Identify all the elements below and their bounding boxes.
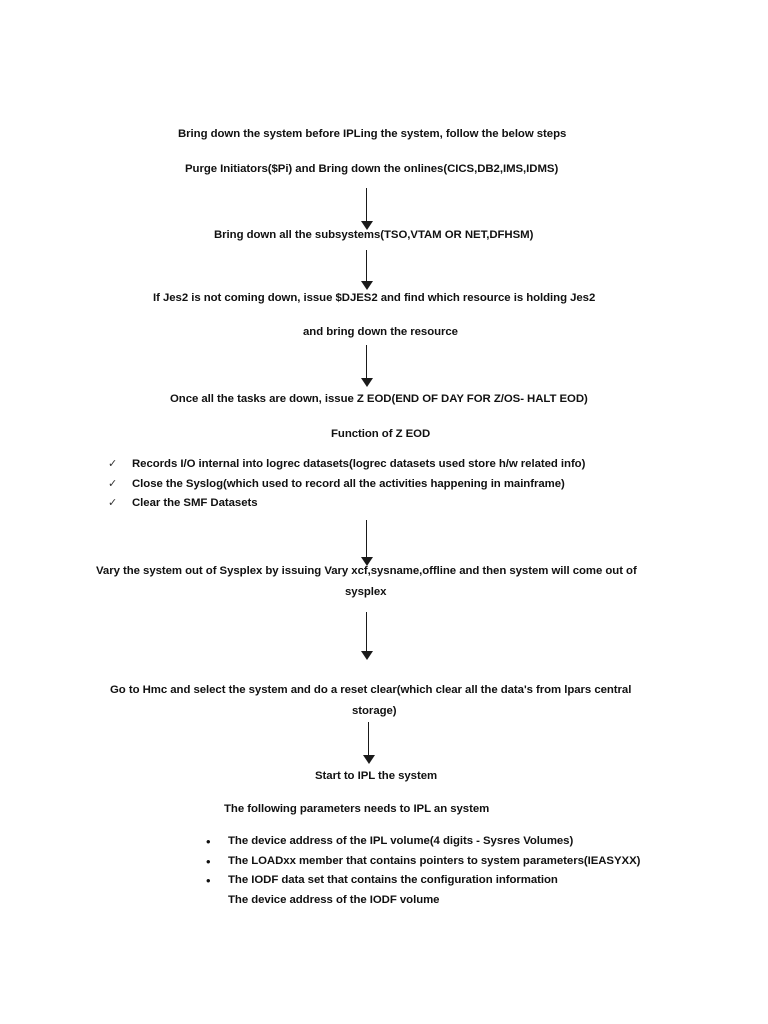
list-item-continuation: The device address of the IODF volume xyxy=(228,893,440,906)
list-item-label: Clear the SMF Datasets xyxy=(132,497,258,509)
flow-step-bring-down-subsystems: Bring down all the subsystems(TSO,VTAM O… xyxy=(214,229,534,241)
list-item-label: The IODF data set that contains the conf… xyxy=(228,874,558,886)
downward-flow-arrow xyxy=(360,250,374,292)
checkmark-icon: ✓ xyxy=(108,477,118,490)
list-item: • The device address of the IPL volume(4… xyxy=(206,832,726,852)
flow-step-hmc-reset-clear: Go to Hmc and select the system and do a… xyxy=(110,684,632,696)
downward-flow-arrow xyxy=(360,520,374,568)
flow-step-start-ipl-heading: Start to IPL the system xyxy=(315,770,438,782)
list-item: ✓ Clear the SMF Datasets xyxy=(108,494,668,514)
ipl-parameters-list: • The device address of the IPL volume(4… xyxy=(206,832,726,910)
downward-flow-arrow xyxy=(360,345,374,389)
list-item: ✓ Records I/O internal into logrec datas… xyxy=(108,455,668,475)
list-item: • The IODF data set that contains the co… xyxy=(206,871,726,891)
flow-step-issue-z-eod: Once all the tasks are down, issue Z EOD… xyxy=(170,393,588,405)
downward-flow-arrow xyxy=(360,188,374,232)
list-item-label: The LOADxx member that contains pointers… xyxy=(228,854,641,867)
checkmark-icon: ✓ xyxy=(108,458,118,470)
flow-step-jes2-check: If Jes2 is not coming down, issue $DJES2… xyxy=(153,292,596,304)
bullet-icon: • xyxy=(206,873,211,888)
downward-flow-arrow xyxy=(360,612,374,662)
flow-step-purge-initiators: Purge Initiators($Pi) and Bring down the… xyxy=(185,163,559,175)
list-item: • The LOADxx member that contains pointe… xyxy=(206,852,726,872)
list-item-label: Records I/O internal into logrec dataset… xyxy=(132,458,586,470)
checkmark-icon: ✓ xyxy=(108,497,118,509)
flow-heading: Bring down the system before IPLing the … xyxy=(178,128,567,140)
z-eod-function-list: ✓ Records I/O internal into logrec datas… xyxy=(108,455,668,514)
list-item-label: The device address of the IPL volume(4 d… xyxy=(228,835,574,847)
downward-flow-arrow xyxy=(362,722,376,766)
flow-step-vary-out-of-sysplex-cont: sysplex xyxy=(345,586,387,598)
list-item: ✓ Close the Syslog(which used to record … xyxy=(108,475,668,495)
function-of-z-eod-heading: Function of Z EOD xyxy=(331,428,431,440)
bullet-icon: • xyxy=(206,834,211,849)
list-item-label: Close the Syslog(which used to record al… xyxy=(132,477,565,490)
ipl-parameters-heading: The following parameters needs to IPL an… xyxy=(224,803,490,815)
bullet-icon: • xyxy=(206,853,211,869)
flow-step-vary-out-of-sysplex: Vary the system out of Sysplex by issuin… xyxy=(96,565,637,577)
flow-step-hmc-reset-clear-cont: storage) xyxy=(352,705,397,717)
flow-step-jes2-bring-down-resource: and bring down the resource xyxy=(303,326,458,338)
